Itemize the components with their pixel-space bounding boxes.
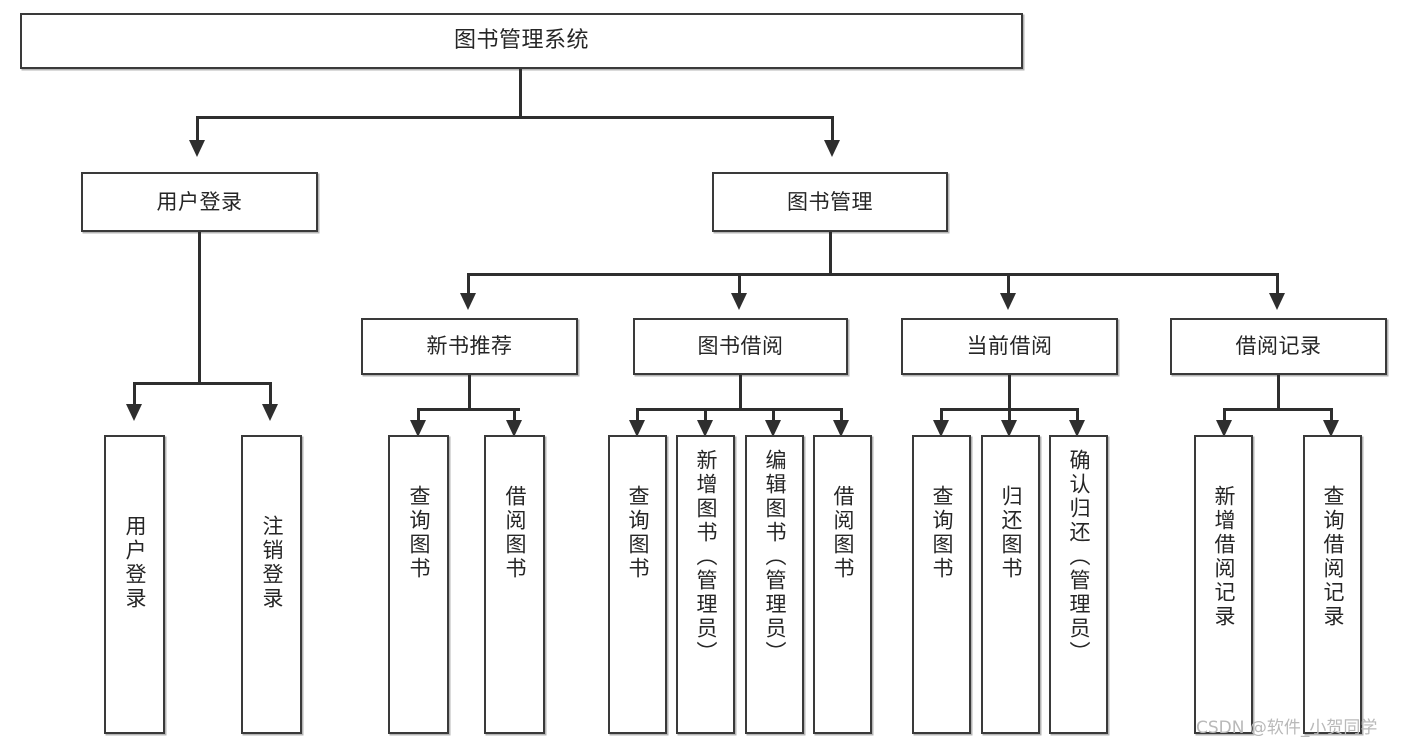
arrow-to-book-borrow [731, 293, 747, 310]
connector-book-borrow-drop-2 [704, 408, 707, 422]
arrow-to-user-login [189, 140, 205, 157]
connector-book-borrow-bus [636, 408, 843, 411]
connector-book-manage-drop-4 [1276, 273, 1279, 295]
connector-book-manage-drop-2 [738, 273, 741, 295]
connector-borrow-record-drop-2 [1330, 408, 1333, 422]
arrow-to-leaf-user-login [126, 404, 142, 421]
connector-borrow-record-stem [1277, 375, 1280, 409]
arrow-to-leaf-query-book-1 [410, 420, 426, 437]
leaf-add-borrow-record[interactable]: 新增借阅记录 [1194, 435, 1253, 734]
arrow-to-leaf-add-record [1216, 420, 1232, 437]
leaf-edit-book[interactable]: 编辑图书（管理员） [745, 435, 804, 734]
connector-root-drop-right [831, 116, 834, 143]
connector-book-manage-drop-3 [1007, 273, 1010, 295]
connector-root-drop-left [196, 116, 199, 143]
connector-book-borrow-stem [739, 375, 742, 409]
node-label: 图书管理系统 [453, 28, 589, 54]
node-label: 确认归还（管理员） [1067, 449, 1091, 665]
connector-current-borrow-stem [1008, 375, 1011, 409]
leaf-query-borrow-record[interactable]: 查询借阅记录 [1303, 435, 1362, 734]
leaf-query-book-3[interactable]: 查询图书 [912, 435, 971, 734]
leaf-borrow-book-1[interactable]: 借阅图书 [484, 435, 545, 734]
node-label: 图书借阅 [697, 334, 784, 359]
node-user-login[interactable]: 用户登录 [81, 172, 318, 232]
arrow-to-leaf-query-book-3 [933, 420, 949, 437]
node-label: 借阅图书 [503, 485, 527, 581]
leaf-add-book[interactable]: 新增图书（管理员） [676, 435, 735, 734]
node-new-book-recommend[interactable]: 新书推荐 [361, 318, 578, 375]
arrow-to-leaf-borrow-book-1 [506, 420, 522, 437]
node-label: 当前借阅 [966, 334, 1053, 359]
node-label: 借阅图书 [831, 485, 855, 581]
node-label: 新增借阅记录 [1212, 485, 1236, 629]
node-label: 注销登录 [260, 515, 284, 611]
leaf-borrow-book-2[interactable]: 借阅图书 [813, 435, 872, 734]
node-label: 查询图书 [626, 485, 650, 581]
arrow-to-leaf-borrow-book-2 [833, 420, 849, 437]
arrow-to-leaf-add-book [697, 420, 713, 437]
connector-book-borrow-drop-4 [840, 408, 843, 422]
arrow-to-new-book-recommend [460, 293, 476, 310]
arrow-to-leaf-confirm-return [1069, 420, 1085, 437]
connector-new-book-drop-1 [417, 408, 420, 422]
connector-book-manage-bus [467, 273, 1279, 276]
arrow-to-leaf-logout [262, 404, 278, 421]
node-label: 查询借阅记录 [1321, 485, 1345, 629]
connector-user-login-drop-1 [133, 382, 136, 406]
connector-book-borrow-drop-3 [772, 408, 775, 422]
connector-new-book-bus [417, 408, 520, 411]
node-label: 编辑图书（管理员） [763, 449, 787, 665]
connector-user-login-bus [133, 382, 270, 385]
node-label: 新书推荐 [426, 334, 513, 359]
arrow-to-book-manage [824, 140, 840, 157]
connector-new-book-stem [468, 375, 471, 409]
connector-current-borrow-drop-2 [1008, 408, 1011, 422]
arrow-to-leaf-edit-book [765, 420, 781, 437]
leaf-query-book-2[interactable]: 查询图书 [608, 435, 667, 734]
connector-current-borrow-drop-1 [940, 408, 943, 422]
connector-user-login-stem [198, 232, 201, 383]
arrow-to-leaf-query-record [1323, 420, 1339, 437]
leaf-logout[interactable]: 注销登录 [241, 435, 302, 734]
arrow-to-leaf-return-book [1001, 420, 1017, 437]
node-label: 图书管理 [787, 189, 873, 214]
connector-new-book-drop-2 [513, 408, 516, 422]
node-label: 归还图书 [999, 485, 1023, 581]
connector-book-manage-stem [829, 232, 832, 274]
leaf-user-login[interactable]: 用户登录 [104, 435, 165, 734]
arrow-to-current-borrow [1000, 293, 1016, 310]
connector-current-borrow-drop-3 [1076, 408, 1079, 422]
leaf-return-book[interactable]: 归还图书 [981, 435, 1040, 734]
node-label: 查询图书 [407, 485, 431, 581]
connector-borrow-record-drop-1 [1223, 408, 1226, 422]
connector-user-login-drop-2 [269, 382, 272, 406]
node-label: 借阅记录 [1235, 334, 1322, 359]
leaf-query-book-1[interactable]: 查询图书 [388, 435, 449, 734]
arrow-to-borrow-record [1269, 293, 1285, 310]
node-label: 新增图书（管理员） [694, 449, 718, 665]
node-label: 查询图书 [930, 485, 954, 581]
connector-borrow-record-bus [1223, 408, 1333, 411]
node-label: 用户登录 [123, 515, 147, 611]
node-root-system[interactable]: 图书管理系统 [20, 13, 1023, 69]
node-label: 用户登录 [156, 189, 243, 214]
connector-book-manage-drop-1 [467, 273, 470, 295]
node-book-management[interactable]: 图书管理 [712, 172, 948, 232]
connector-book-borrow-drop-1 [636, 408, 639, 422]
connector-root-bus [196, 116, 834, 119]
csdn-watermark: CSDN @软件_小贺同学 [1196, 718, 1378, 738]
node-book-borrow[interactable]: 图书借阅 [633, 318, 848, 375]
connector-root-stem [519, 69, 522, 117]
leaf-confirm-return[interactable]: 确认归还（管理员） [1049, 435, 1108, 734]
arrow-to-leaf-query-book-2 [629, 420, 645, 437]
node-borrow-record[interactable]: 借阅记录 [1170, 318, 1387, 375]
node-current-borrow[interactable]: 当前借阅 [901, 318, 1118, 375]
